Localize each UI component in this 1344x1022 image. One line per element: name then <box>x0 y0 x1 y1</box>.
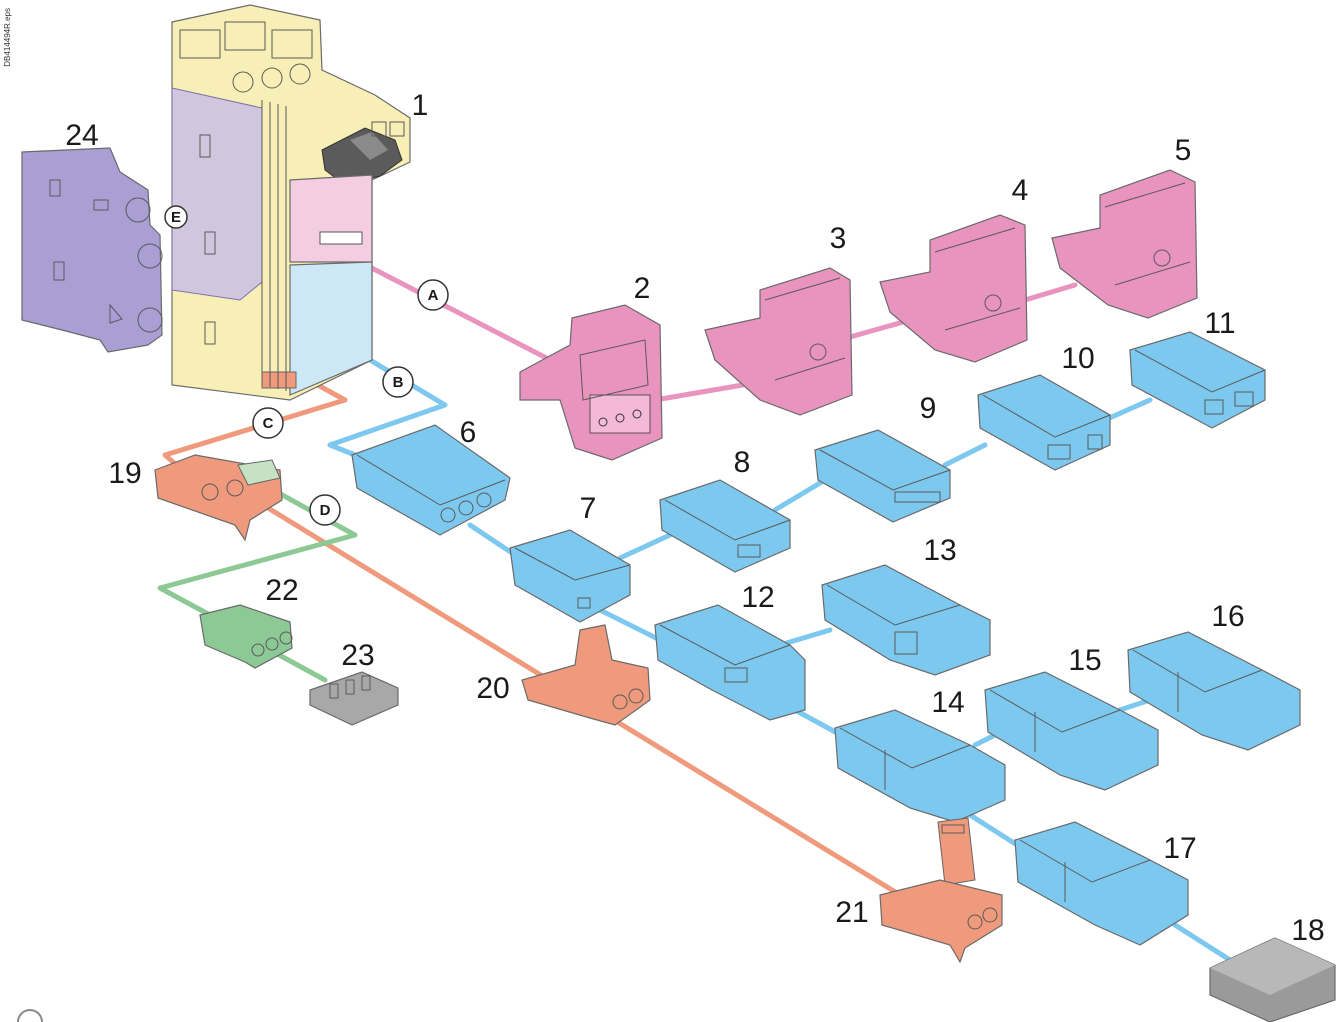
part-1-base-unit <box>171 4 411 401</box>
marker-c-circle <box>252 407 284 439</box>
part-14-blue-module <box>834 709 1006 823</box>
callout-15: 15 <box>1068 644 1101 677</box>
blue-link-8-9 <box>772 477 828 513</box>
part-10-blue-module <box>977 374 1111 471</box>
callout-11: 11 <box>1204 307 1235 340</box>
part-2-control-unit-display <box>519 304 663 461</box>
marker-e: E <box>164 205 188 229</box>
part-9-blue-module <box>814 429 951 523</box>
callout-21: 21 <box>835 896 868 929</box>
part-24-auxiliary-block <box>21 147 163 353</box>
part-15-blue-module <box>984 671 1159 791</box>
part-8-blue-module <box>659 479 791 573</box>
callout-14: 14 <box>931 686 964 719</box>
callout-17: 17 <box>1163 832 1196 865</box>
callout-9: 9 <box>920 392 937 425</box>
part-7-blue-module <box>509 529 631 623</box>
blue-link-15-16 <box>1117 697 1153 713</box>
callout-18: 18 <box>1291 914 1324 947</box>
marker-d-label: D <box>320 502 331 519</box>
callout-19: 19 <box>108 457 141 490</box>
part-13-blue-module <box>821 564 991 676</box>
part-20-orange-connector <box>521 624 651 726</box>
part-23-gray-terminal-cover <box>309 671 399 726</box>
marker-b: B <box>382 366 414 398</box>
part-17-blue-module <box>1014 821 1189 946</box>
part-6-blue-module <box>351 424 511 536</box>
blue-link-7-8 <box>617 532 673 561</box>
callout-3: 3 <box>830 222 847 255</box>
callout-5: 5 <box>1175 134 1192 167</box>
callout-20: 20 <box>476 672 509 705</box>
marker-e-label: E <box>171 209 181 226</box>
callout-22: 22 <box>265 574 298 607</box>
callout-23: 23 <box>341 639 374 672</box>
part-3-control-unit <box>704 267 853 416</box>
marker-e-circle <box>164 205 188 229</box>
part-19-orange-connector <box>154 454 283 542</box>
marker-a-circle <box>417 279 449 311</box>
callout-6: 6 <box>460 416 477 449</box>
callout-16: 16 <box>1211 600 1244 633</box>
part-5-control-unit <box>1051 169 1198 319</box>
callout-1: 1 <box>412 89 429 122</box>
callout-7: 7 <box>580 492 597 525</box>
callout-10: 10 <box>1061 342 1094 375</box>
callout-13: 13 <box>923 534 956 567</box>
blue-link-7-12 <box>597 607 663 643</box>
marker-b-label: B <box>393 374 404 391</box>
marker-d-circle <box>309 494 341 526</box>
part-18-gray-cover <box>1209 937 1336 1022</box>
part-22-green-connector <box>199 604 293 669</box>
blue-link-10-11 <box>1102 397 1153 423</box>
marker-c: C <box>252 407 284 439</box>
marker-a-label: A <box>428 287 439 304</box>
blue-link-12-13 <box>777 627 833 648</box>
green-link-d <box>157 477 358 618</box>
part-12-blue-module <box>654 604 806 721</box>
blue-link-17-18 <box>1172 922 1233 963</box>
part-4-control-unit <box>879 214 1028 363</box>
part-11-blue-module <box>1129 331 1266 429</box>
part-16-blue-module <box>1127 631 1301 751</box>
callout-4: 4 <box>1012 174 1029 207</box>
callout-24: 24 <box>65 119 98 152</box>
callout-8: 8 <box>734 446 751 479</box>
marker-a: A <box>417 279 449 311</box>
pink-link-4-5 <box>1022 282 1078 303</box>
marker-c-label: C <box>263 415 274 432</box>
pink-link-a <box>357 259 563 368</box>
blue-link-9-10 <box>942 442 988 468</box>
partial-marker-bottom <box>17 1009 43 1022</box>
marker-b-circle <box>382 366 414 398</box>
marker-d: D <box>309 494 341 526</box>
part-21-orange-connector <box>879 817 1003 964</box>
callout-12: 12 <box>741 581 774 614</box>
callout-2: 2 <box>634 272 651 305</box>
blue-link-6-7 <box>467 522 518 558</box>
